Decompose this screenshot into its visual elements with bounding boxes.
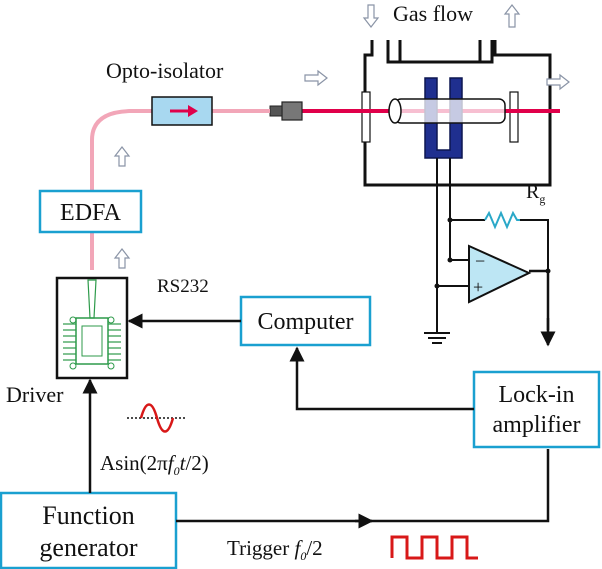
function-label-line1: Function	[42, 501, 135, 530]
edfa-box	[38, 189, 143, 234]
gas-cell	[363, 40, 552, 187]
gas-out-arrow-icon	[503, 4, 521, 28]
trigger-prefix: Trigger	[227, 536, 295, 560]
laser-chip-icon	[63, 279, 121, 370]
driver-label: Driver	[6, 382, 64, 407]
trigger-sub: 0	[300, 549, 307, 564]
ground-icon	[424, 325, 450, 344]
asin-label: Asin(2πf0t/2)	[100, 451, 209, 479]
exit-arrow-icon	[546, 73, 570, 91]
rg-main: R	[526, 181, 540, 203]
asin-prefix: Asin(2π	[100, 451, 168, 475]
function-generator-box	[0, 491, 178, 569]
square-wave-icon	[390, 535, 478, 560]
rg-label: Rg	[526, 182, 545, 205]
opamp	[468, 244, 532, 304]
cell-window-left	[361, 91, 371, 143]
function-label-line2: generator	[39, 533, 138, 562]
rg-sub: g	[539, 192, 546, 206]
asin-f: f	[167, 451, 174, 475]
rs232-label: RS232	[157, 276, 209, 297]
up-arrow-icon-2	[113, 248, 131, 269]
driver-box	[55, 276, 129, 380]
gas-flow-label: Gas flow	[393, 1, 474, 26]
resonator-tube	[388, 98, 506, 124]
trigger-tail: /2	[306, 536, 323, 560]
sine-wave-icon	[127, 403, 185, 433]
opamp-plus-label: +	[473, 277, 484, 297]
opamp-minus-label: −	[475, 251, 486, 271]
trigger-f: f	[294, 536, 301, 560]
collimator-ferrule	[269, 105, 283, 117]
isolator-arrow-icon	[188, 105, 198, 117]
up-arrow-icon	[113, 146, 131, 167]
edfa-label: EDFA	[60, 200, 121, 226]
asin-sub: 0	[173, 464, 180, 479]
flow-arrows	[113, 4, 570, 269]
feedback-resistor	[484, 210, 520, 230]
asin-t: t	[179, 451, 186, 475]
fiber-collimator	[281, 101, 303, 121]
optical-fiber	[90, 109, 270, 270]
asin-tail: /2)	[185, 451, 209, 475]
lockin-label-line2: amplifier	[492, 412, 581, 438]
gas-in-arrow-icon	[362, 4, 380, 28]
beam-arrow-icon	[304, 69, 328, 87]
computer-label: Computer	[257, 309, 354, 335]
opto-isolator-label: Opto-isolator	[106, 58, 224, 83]
cell-window-right	[509, 91, 519, 143]
trigger-label: Trigger f0/2	[227, 536, 323, 564]
lockin-label-line1: Lock-in	[498, 382, 575, 408]
